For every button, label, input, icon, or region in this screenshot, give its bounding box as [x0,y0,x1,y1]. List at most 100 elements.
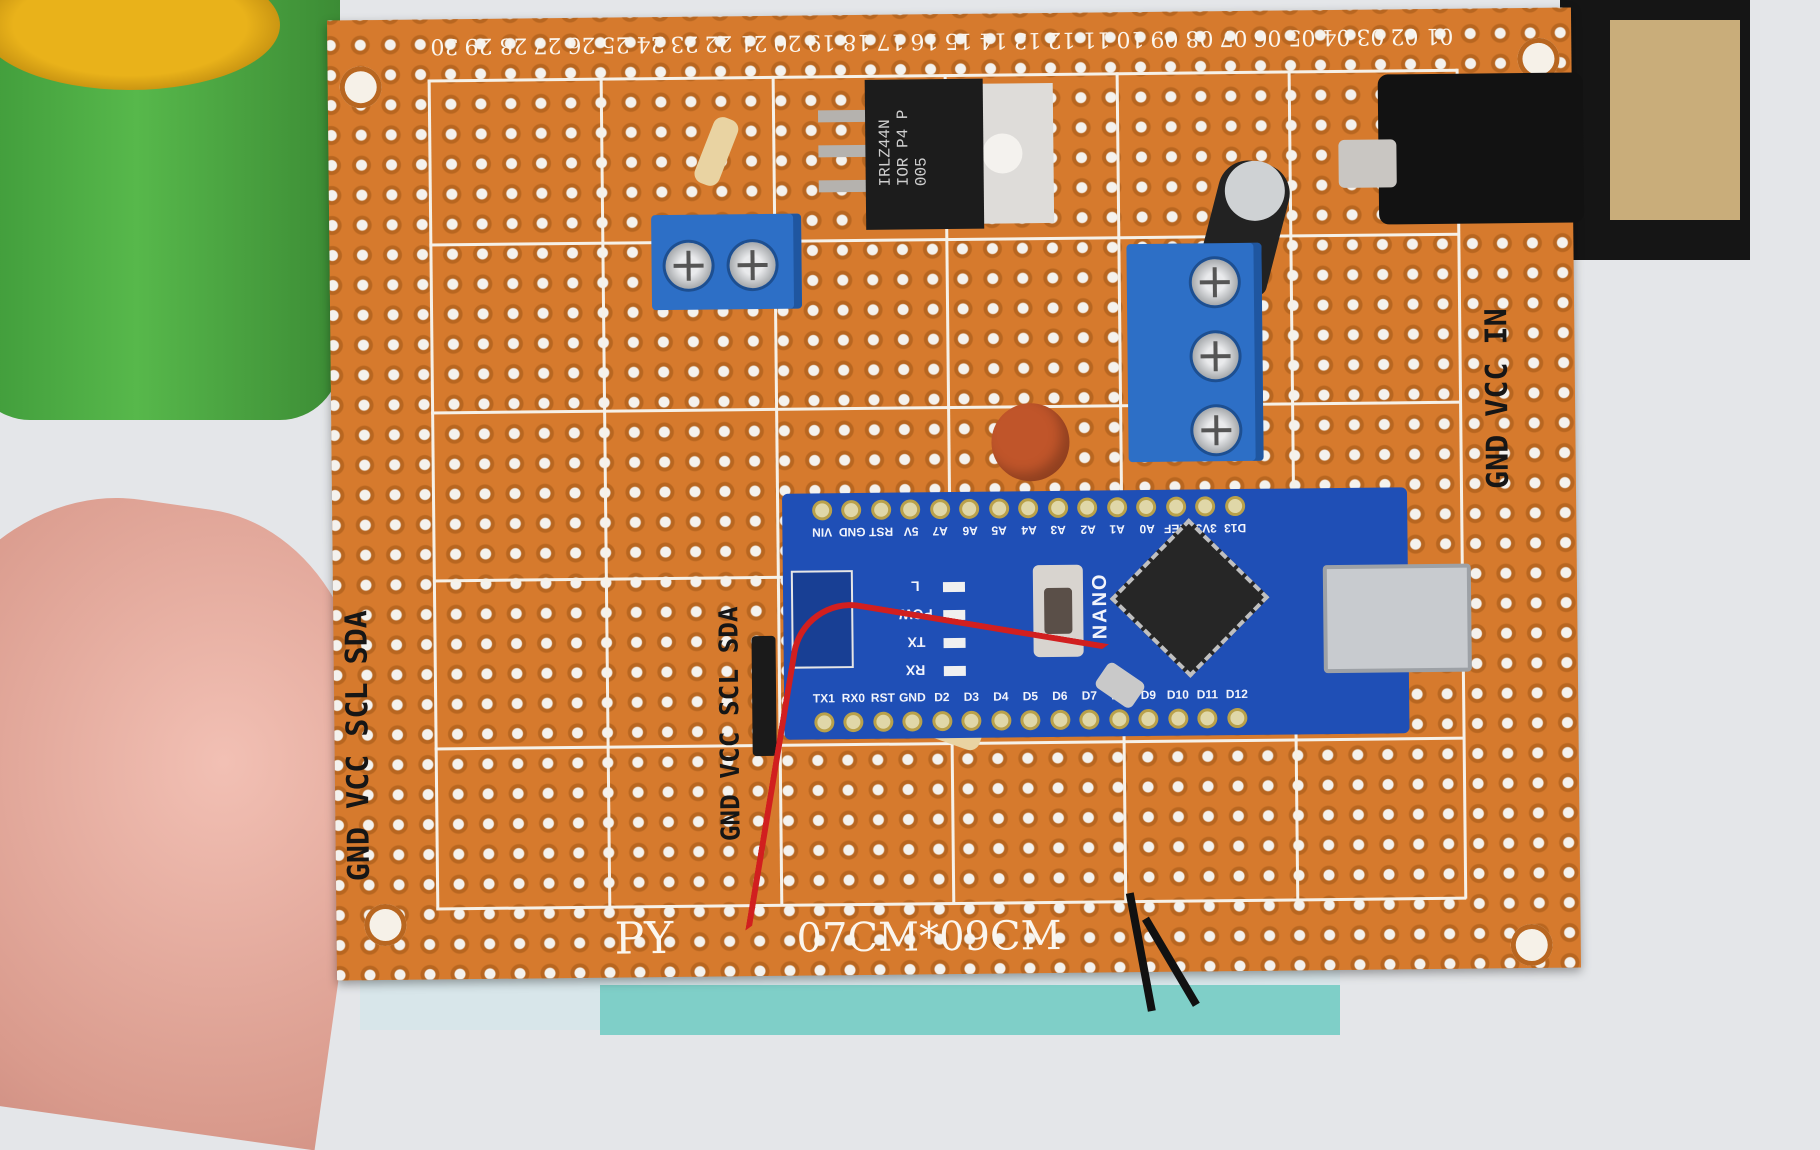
pin [1222,707,1252,729]
column-number: 21 [738,29,768,56]
column-number: 26 [567,31,596,58]
column-number: 08 [1184,25,1214,51]
column-number: 29 [464,32,493,59]
pin-label: 5V [903,524,919,539]
terminal-screw [1191,259,1239,306]
pin-label: A6 [961,523,978,538]
column-number: 05 [1287,24,1316,50]
pin [925,498,955,520]
mosfet-marking-line: IOR P4 P [893,109,913,187]
mosfet-marking-line: 005 [912,157,931,187]
pin-label: VIN [812,525,833,540]
pin [807,499,837,521]
column-number: 19 [807,29,836,55]
nano-top-pins [807,495,1250,522]
handwritten-text: SDA [339,610,375,665]
pin-label: A1 [1109,522,1125,537]
column-number: 24 [636,31,665,57]
column-number: 02 [1390,23,1419,49]
mini-usb-port [1322,563,1472,674]
pin [866,499,896,521]
pin [1043,497,1073,519]
handwritten-text: GND [1480,434,1516,490]
resistor [691,114,742,189]
pin-header [751,635,777,757]
column-number: 30 [430,33,459,59]
handwritten-label-header: GND VCC SCL SDA [713,606,747,841]
pin [1191,495,1221,517]
handwritten-label-i2c: GND VCC SCL SDA [339,610,378,881]
pin-label: A2 [1079,522,1096,537]
pin-label: GND [838,524,866,540]
terminal-screw [1192,333,1239,380]
pin-label: A7 [932,524,948,539]
pin [1104,708,1134,730]
photo-scene: 30 29 28 27 26 25 24 23 22 21 20 19 18 1… [0,0,1820,1024]
pin-label: A0 [1138,521,1155,537]
terminal-screw [1193,407,1240,454]
pin [1102,496,1132,518]
pin [837,499,867,521]
reset-button [1043,587,1073,635]
mosfet-marking-line: IRLZ44N [876,119,895,187]
red-wire [745,593,1109,982]
pin-label: A3 [1050,522,1066,537]
dc-jack-lug [1338,139,1397,188]
grid-line [427,79,440,910]
pin [1134,708,1164,730]
column-number: 13 [1013,27,1042,53]
handwritten-text: VCC [715,731,746,779]
column-number: 22 [704,30,733,56]
pin-label: A4 [1020,523,1037,538]
tray-band [600,985,1340,1035]
column-number: 06 [1253,24,1282,50]
led-label: L [910,578,920,595]
pin-label: A5 [991,523,1007,538]
grid-line [599,77,612,908]
black-box-inner [1610,20,1740,220]
terminal-screw [729,241,776,289]
column-number: 09 [1150,25,1179,51]
ceramic-capacitor [991,402,1070,482]
column-number: 28 [498,32,528,58]
column-number: 12 [1047,26,1076,52]
handwritten-text: GND [341,826,378,882]
column-number: 18 [841,28,871,55]
column-number: 15 [944,27,973,54]
column-number: 10 [1116,25,1145,52]
pin [1220,495,1250,517]
mosfet-leg [817,109,869,123]
handwritten-text: VCC [1479,362,1516,417]
handwritten-text: SDA [714,606,745,654]
mount-hole [364,903,407,947]
handwritten-label-power: GND VCC IN [1478,308,1518,489]
pin-label: D11 [1196,687,1219,702]
column-number: 11 [1081,26,1111,52]
handwritten-text: GND [716,794,747,842]
column-number: 03 [1356,23,1385,49]
mount-hole [339,65,382,109]
mount-hole [1510,923,1553,967]
pin-label: D10 [1166,687,1189,702]
pin [984,497,1014,519]
led [942,581,966,593]
mosfet-mount-hole [982,133,1023,174]
pin [955,498,985,520]
pin-label: D12 [1225,686,1248,702]
mosfet-leg [818,144,869,158]
board-brand: PY [614,912,674,965]
pin [1193,707,1223,729]
column-number: 27 [533,32,562,58]
column-number: 16 [910,28,939,54]
column-number: 17 [876,28,905,54]
column-number: 01 [1424,22,1454,49]
column-numbers: 30 29 28 27 26 25 24 23 22 21 20 19 18 1… [427,23,1456,59]
nano-label: NANO [1088,572,1112,640]
column-number: 04 [1321,23,1351,50]
pin-label: D13 [1224,520,1247,536]
pin-label: RST [869,524,894,539]
capacitor-top [1224,160,1286,222]
column-number: 23 [670,30,699,56]
handwritten-text: SCL [714,668,746,717]
dc-power-jack [1377,72,1585,225]
